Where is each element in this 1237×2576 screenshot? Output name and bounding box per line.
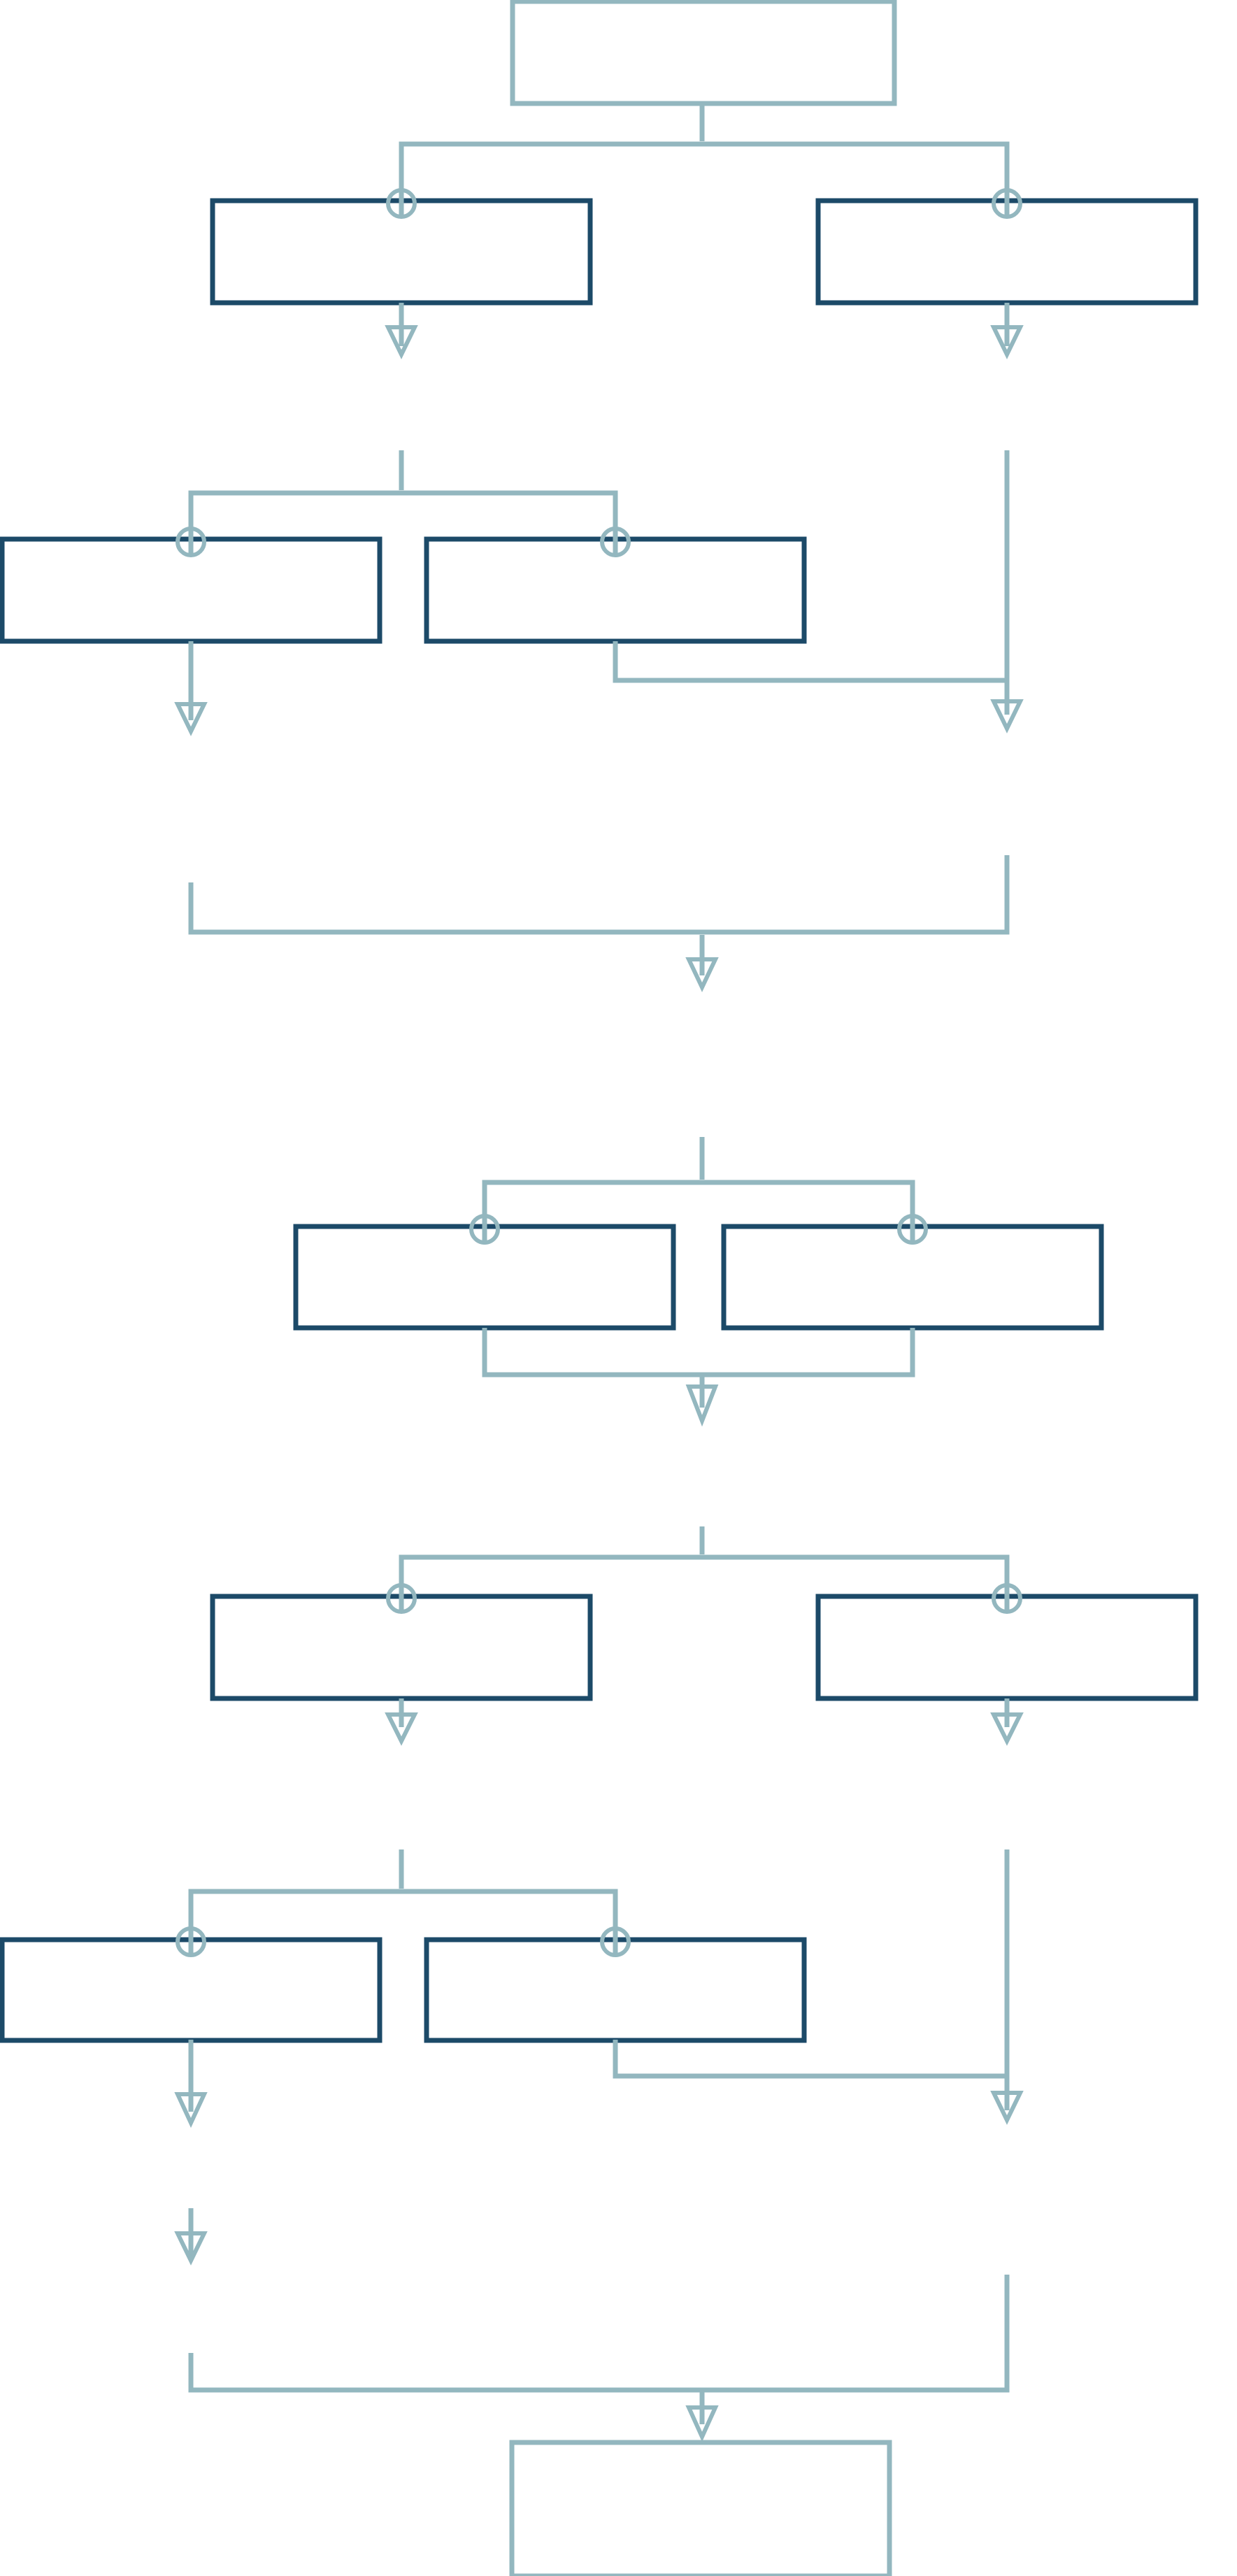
- attachment-circle-icon-5: [897, 1214, 928, 1245]
- arrow-merge-row4-head-icon: [685, 1384, 719, 1427]
- arrow-dangling-head-icon: [174, 2231, 208, 2266]
- attachment-circle-icon-0: [386, 188, 417, 219]
- connector-join-row6-right: [613, 2040, 1007, 2079]
- arrow-row5-right-head-icon: [990, 1712, 1024, 1746]
- attachment-circle-icon-9: [600, 1926, 631, 1957]
- connector-split-row6: [188, 1889, 618, 1954]
- arrow-bypass-e-head-icon: [990, 2091, 1024, 2125]
- connector-split-row4: [482, 1180, 915, 1242]
- arrow-row6-left-head-icon: [174, 2092, 208, 2128]
- arrow-row5-left-head-icon: [385, 1712, 418, 1746]
- attachment-circle-icon-6: [386, 1583, 417, 1614]
- attachment-circle-icon-7: [992, 1583, 1022, 1614]
- flow-box-row3-right: [424, 536, 807, 644]
- attachment-circle-icon-1: [992, 188, 1022, 219]
- arrow-row2-right-head-icon: [990, 325, 1024, 359]
- arrow-row3-left-head-icon: [174, 702, 208, 736]
- flow-box-bottom-terminal: [509, 2440, 892, 2576]
- attachment-circle-icon-8: [176, 1926, 206, 1957]
- flow-box-top-terminal: [510, 0, 897, 106]
- arrow-merge-final-head-icon: [685, 2405, 719, 2442]
- attachment-circle-icon-2: [176, 527, 206, 557]
- attachment-circle-icon-4: [469, 1214, 500, 1245]
- connector-merge-row4: [482, 1328, 915, 1378]
- arrow-row2-left-head-icon: [385, 325, 418, 359]
- connector-merge-final: [188, 2275, 1010, 2393]
- connector-merge-section-b: [188, 855, 1010, 935]
- arrow-bypass-b-head-icon: [990, 699, 1024, 734]
- connector-join-row3-right: [613, 641, 1007, 683]
- connector-split-row2: [399, 141, 1010, 216]
- attachment-circle-icon-3: [600, 527, 631, 557]
- connector-split-row3: [188, 490, 618, 554]
- arrow-merge-b-head-icon: [685, 957, 719, 992]
